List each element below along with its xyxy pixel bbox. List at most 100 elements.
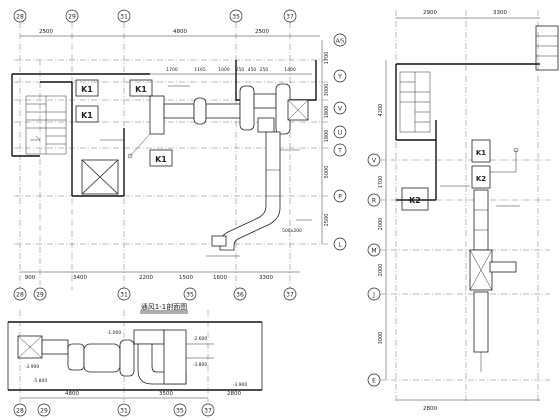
dimension-text: 1800 <box>324 130 330 143</box>
grid-bubble <box>333 33 347 47</box>
grid-label: U <box>338 130 342 137</box>
shaft <box>81 159 119 195</box>
side-annotation-leaders <box>440 147 520 207</box>
grid-label: 31 <box>120 408 128 415</box>
dimension-text: 2500 <box>39 29 53 35</box>
unit-tag: K1 <box>81 111 93 120</box>
unit-tag-box <box>129 79 153 97</box>
grid-label: 31 <box>120 292 128 299</box>
dimension-text: 250 <box>260 67 269 73</box>
dimension-text: 2200 <box>139 275 153 281</box>
side-ductwork: K1 K2 <box>469 139 517 372</box>
stair <box>25 95 67 155</box>
dimension-text: 2500 <box>324 214 330 227</box>
level-text: -5.800 <box>33 378 48 384</box>
grid-label: 28 <box>16 14 24 21</box>
grid-label: V <box>372 158 377 165</box>
dimension-text: 1500 <box>179 275 193 281</box>
side-plan: 2900 3300 4200 1700 2000 2000 3000 <box>367 10 559 412</box>
wall <box>72 128 125 197</box>
dimension-text: 1400 <box>284 67 296 73</box>
level-text: -3.900 <box>233 382 248 388</box>
dimension-text: 1700 <box>166 67 178 73</box>
dimension-text: 3300 <box>259 275 273 281</box>
unit-tag-box <box>401 187 429 211</box>
section-title: 通风1-1剖面图 <box>141 302 187 311</box>
dimension-text: 1700 <box>324 52 330 65</box>
top-dimensions: 2500 4800 2500 <box>39 29 269 35</box>
grid-label: 29 <box>36 292 44 299</box>
grid-label: 31 <box>120 14 128 21</box>
level-text: -3.800 <box>193 362 208 368</box>
unit-tag-box <box>75 105 99 123</box>
dimension-text: 900 <box>25 275 36 281</box>
wall <box>11 73 150 157</box>
section-view: 通风1-1剖面图 -3.900 -5.800 -1.000 <box>7 302 263 417</box>
dimension-text: 2500 <box>255 29 269 35</box>
grid-label: 35 <box>186 292 194 299</box>
grid-bubble <box>333 189 347 203</box>
dimension-text: 450 <box>248 67 257 73</box>
wall <box>395 63 540 141</box>
grid-bubble <box>333 143 347 157</box>
unit-tag: K1 <box>476 149 486 157</box>
dimension-text: 3500 <box>159 391 173 397</box>
bottom-dimensions: 900 3400 2200 1500 1600 3300 <box>25 275 274 281</box>
grid-label: 36 <box>236 292 244 299</box>
duct-dimensions: 1700 1165 1000 250 450 250 1400 <box>150 67 312 75</box>
grid-label: T <box>337 148 342 155</box>
dimension-text: 2000 <box>378 264 384 277</box>
top-grid-bubbles: 28 29 31 35 37 <box>13 9 297 23</box>
dimension-text: 1000 <box>218 67 230 73</box>
right-dimensions: 1700 3000 1800 1800 5000 2500 <box>324 52 330 227</box>
side-grid-bubbles: V R M J E <box>367 153 381 387</box>
grid-label: Y <box>337 74 342 81</box>
grid-label: P <box>338 194 342 201</box>
dimension-text: 3000 <box>324 84 330 97</box>
ductwork <box>149 83 309 251</box>
grid-label: 37 <box>286 292 294 299</box>
grid-label: 37 <box>286 14 294 21</box>
unit-tag: K1 <box>81 85 93 94</box>
bottom-grid-bubbles: 28 29 31 35 36 37 <box>13 287 297 301</box>
grid-label: 29 <box>68 14 76 21</box>
unit-tag-box <box>75 79 99 97</box>
section-grid-bubbles: 28 29 31 35 37 <box>13 403 215 417</box>
section-levels: -3.900 -5.800 -1.000 -2.600 -3.800 -3.90… <box>25 330 248 388</box>
grid-label: 37 <box>204 408 212 415</box>
main-plan: 28 29 31 35 37 2500 4800 2500 <box>11 9 347 301</box>
title-block <box>535 25 559 71</box>
unit-tag: K1 <box>135 85 147 94</box>
stair <box>399 71 431 133</box>
dimension-text: 2800 <box>423 406 437 412</box>
level-text: -1.000 <box>107 330 122 336</box>
unit-tag: K2 <box>409 196 421 205</box>
grid-bubble <box>333 125 347 139</box>
grid-label: 35 <box>176 408 184 415</box>
side-left-dimensions: 4200 1700 2000 2000 3000 <box>378 104 384 345</box>
dimension-text: 1600 <box>213 275 227 281</box>
section-dimensions: 4800 3500 2800 <box>65 391 241 397</box>
annotation-leaders <box>100 85 312 257</box>
dimension-text: 2000 <box>378 218 384 231</box>
unit-tag: K2 <box>476 175 486 183</box>
grid-label: M <box>371 248 376 255</box>
equipment-tags: K1 K1 K1 K1 <box>75 79 173 167</box>
grid-bubble <box>333 101 347 115</box>
grid-label: 35 <box>232 14 240 21</box>
dimension-text: 1165 <box>194 67 206 73</box>
dimension-text: 4200 <box>378 104 384 117</box>
dimension-text: 3400 <box>73 275 87 281</box>
dimension-text: 250 <box>236 67 245 73</box>
dimension-text: 2900 <box>423 10 437 16</box>
grid-label: 28 <box>16 292 24 299</box>
grid-label: 29 <box>40 408 48 415</box>
dimension-text: 1800 <box>324 106 330 119</box>
dimension-text: 4800 <box>65 391 79 397</box>
level-text: -2.600 <box>193 336 208 342</box>
dimension-text: 2800 <box>227 391 241 397</box>
dimension-text: 4800 <box>173 29 187 35</box>
unit-tag: K1 <box>155 155 167 164</box>
grid-bubble <box>333 237 347 251</box>
